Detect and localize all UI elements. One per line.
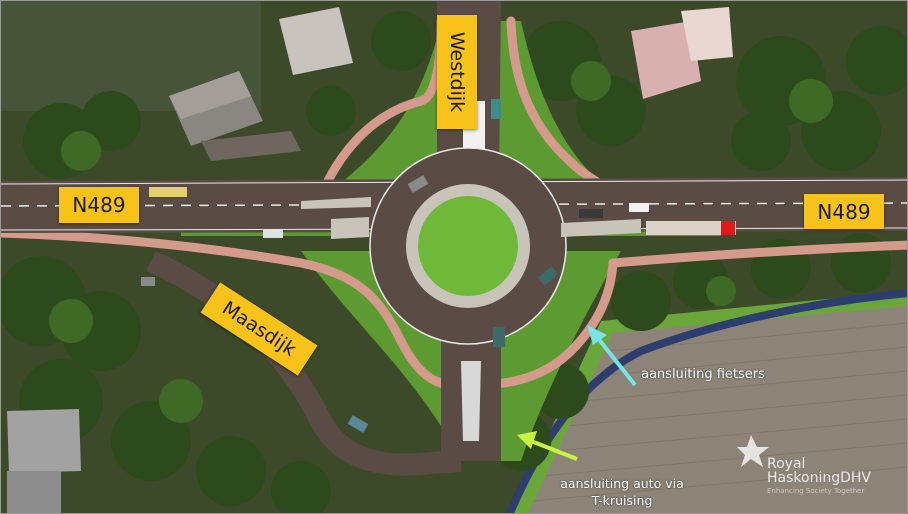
label-westdijk-text: Westdijk <box>446 31 468 113</box>
roundabout <box>369 147 567 345</box>
ploughed-field <box>521 301 907 513</box>
royal-haskoning-logo-icon <box>737 435 769 467</box>
label-n489-right-text: N489 <box>817 199 871 224</box>
annotation-fietsers: aansluiting fietsers <box>641 367 765 382</box>
houses <box>7 7 733 513</box>
annotation-auto-line2: T-kruising <box>591 493 653 508</box>
logo-tagline: Enhancing Society Together <box>767 487 865 495</box>
ploughed-field-rows <box>530 322 907 502</box>
vehicles <box>141 99 736 433</box>
logo-line2: HaskoningDHV <box>767 470 871 486</box>
label-n489-right: N489 <box>804 194 884 229</box>
annotation-auto-line1: aansluiting auto via <box>560 476 684 491</box>
arrow-fietsers <box>587 325 637 387</box>
logo-line1: Royal <box>767 456 806 472</box>
label-n489-left: N489 <box>59 187 139 223</box>
traffic-islands <box>301 197 641 239</box>
arrow-auto <box>517 431 578 461</box>
royal-haskoning-logo: Royal HaskoningDHV Enhancing Society Tog… <box>729 431 899 501</box>
label-n489-left-text: N489 <box>72 193 126 217</box>
annotation-auto: aansluiting auto via T-kruising <box>547 475 697 509</box>
trees-light <box>49 61 833 423</box>
label-westdijk: Westdijk <box>437 15 477 129</box>
